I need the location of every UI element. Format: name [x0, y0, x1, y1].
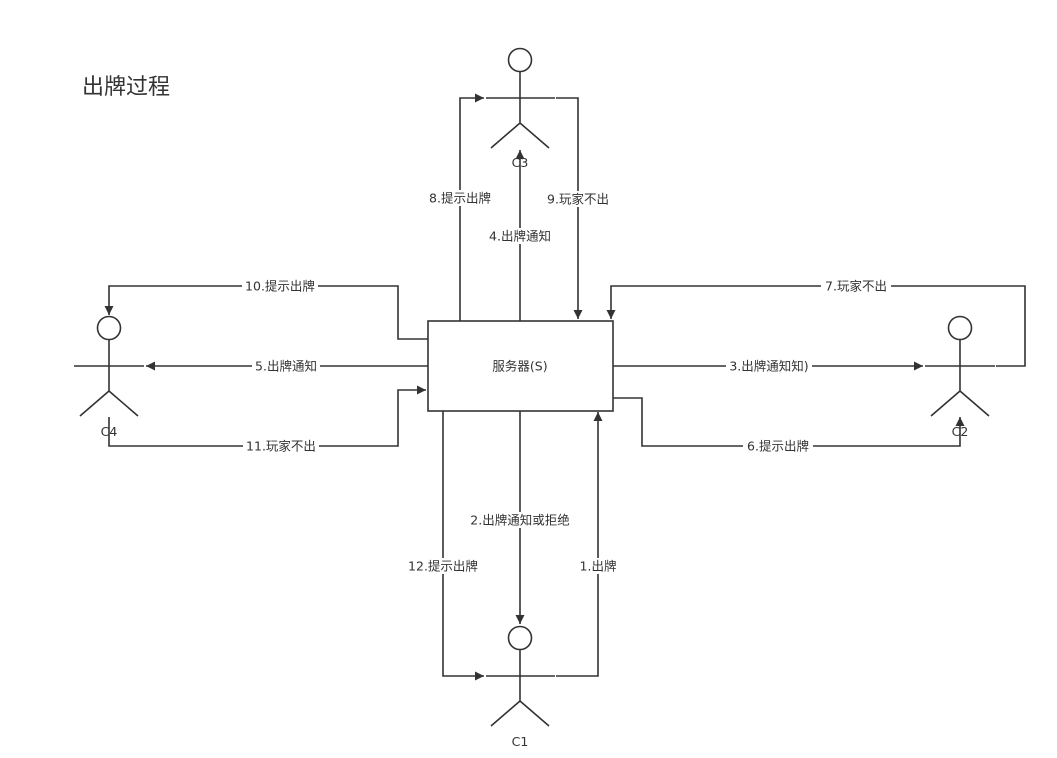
edge-6-line	[613, 397, 965, 447]
edge-label-12: 12.提示出牌	[408, 559, 478, 574]
edge-11-line	[108, 385, 426, 447]
edge-label-3: 3.出牌通知知)	[729, 359, 808, 374]
edge-7-line	[606, 285, 1026, 367]
server-node: 服务器(S)	[427, 320, 614, 412]
edge-label-9: 9.玩家不出	[547, 192, 609, 207]
edge-8-line	[459, 93, 484, 321]
edge-9-line	[556, 97, 583, 319]
actor-label-c1: C1	[512, 734, 529, 749]
actor-c4	[74, 315, 144, 417]
edge-label-8: 8.提示出牌	[429, 191, 491, 206]
edge-12-line	[442, 411, 484, 681]
edge-10-line	[104, 285, 428, 340]
diagram-title: 出牌过程	[82, 75, 170, 100]
edge-label-6: 6.提示出牌	[747, 439, 809, 454]
actor-label-c2: C2	[952, 424, 969, 439]
actor-c3	[486, 47, 555, 149]
actor-c2	[925, 315, 995, 417]
edge-label-7: 7.玩家不出	[825, 279, 887, 294]
edge-label-5: 5.出牌通知	[255, 359, 317, 374]
edge-label-2: 2.出牌通知或拒绝	[470, 513, 569, 528]
edge-label-1: 1.出牌	[580, 559, 617, 574]
edge-label-11: 11.玩家不出	[246, 439, 316, 454]
actor-label-c4: C4	[101, 424, 118, 439]
edge-label-4: 4.出牌通知	[489, 229, 551, 244]
edge-label-10: 10.提示出牌	[245, 279, 315, 294]
edge-1-line	[556, 412, 603, 677]
server-label: 服务器(S)	[492, 359, 547, 374]
actor-label-c3: C3	[512, 155, 529, 170]
actor-c1	[486, 625, 555, 727]
